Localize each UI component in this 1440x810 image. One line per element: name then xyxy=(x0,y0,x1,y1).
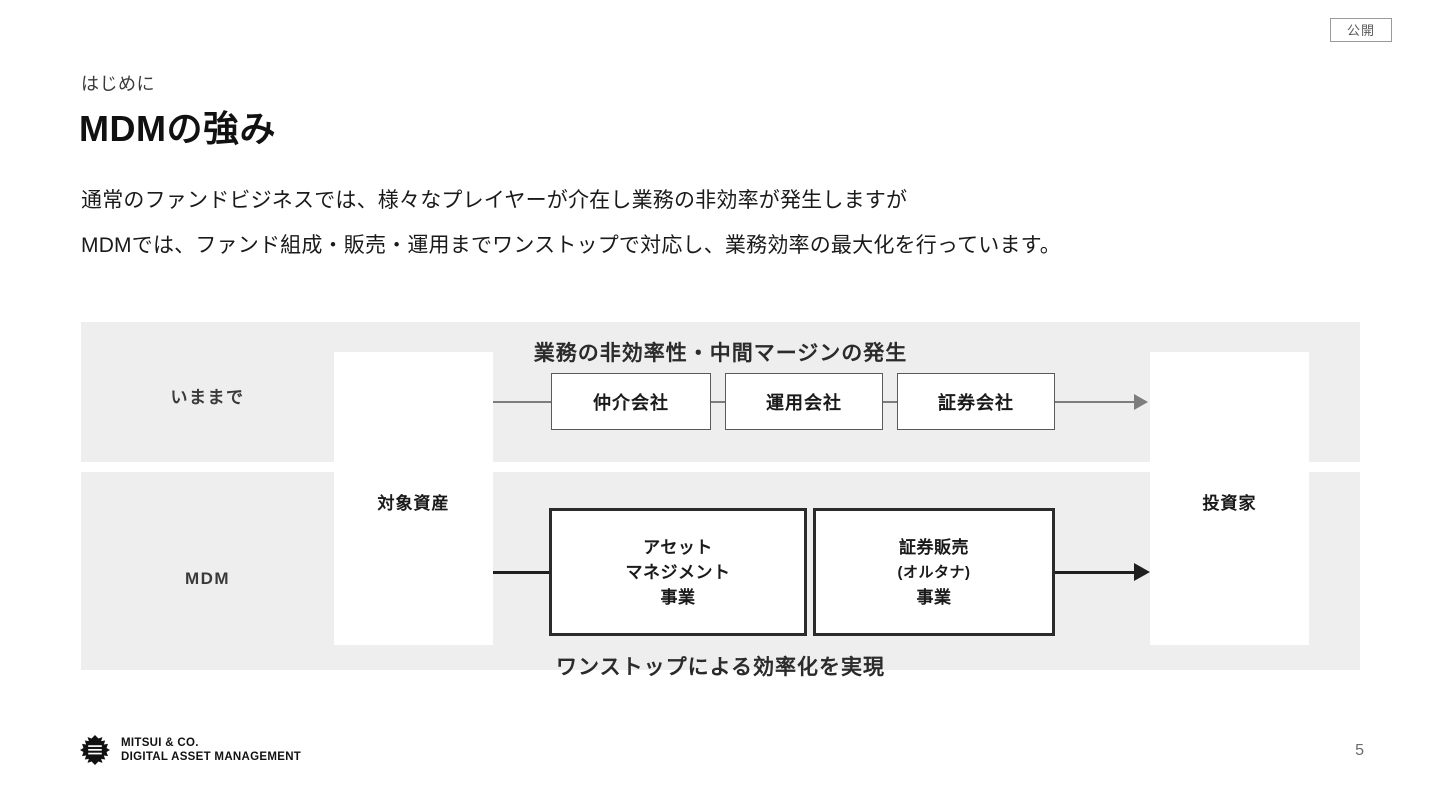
legacy-connector-3 xyxy=(882,401,899,403)
mdm-box-securities-sales: 証券販売 (オルタナ) 事業 xyxy=(813,508,1055,636)
mdm-box-asset-management-line2: マネジメント xyxy=(625,562,731,582)
brand-logo-line-1: MITSUI & CO. xyxy=(121,737,199,749)
legacy-box-intermediary: 仲介会社 xyxy=(551,373,711,430)
legacy-flow-caption: 業務の非効率性・中間マージンの発生 xyxy=(533,342,908,365)
legacy-arrow-icon xyxy=(1134,394,1148,410)
mdm-box-asset-management-line3: 事業 xyxy=(660,587,696,607)
mitsui-diamond-logo-icon xyxy=(80,735,110,765)
brand-logo: MITSUI & CO. DIGITAL ASSET MANAGEMENT xyxy=(78,733,301,767)
mdm-arrow-icon xyxy=(1134,563,1150,581)
mdm-connector-out xyxy=(1054,571,1142,574)
lead-line-1: 通常のファンドビジネスでは、様々なプレイヤーが介在し業務の非効率が発生しますが xyxy=(81,189,908,212)
page-number: 5 xyxy=(1355,742,1364,759)
mdm-box-securities-sales-line2: (オルタナ) xyxy=(897,563,971,581)
legacy-box-securities-firm: 証券会社 xyxy=(897,373,1055,430)
status-badge: 公開 xyxy=(1330,18,1392,42)
comparison-diagram: 業務の非効率性・中間マージンの発生 ワンストップによる効率化を実現 いままで M… xyxy=(81,322,1360,679)
asset-column-panel xyxy=(334,352,493,645)
mdm-onestop-group: アセット マネジメント 事業 証券販売 (オルタナ) 事業 xyxy=(549,508,1055,636)
mdm-box-securities-sales-line1: 証券販売 xyxy=(899,537,969,557)
lead-line-2: MDMでは、ファンド組成・販売・運用までワンストップで対応し、業務効率の最大化を… xyxy=(81,234,1061,257)
mdm-box-asset-management-line1: アセット xyxy=(643,537,713,557)
row-label-legacy: いままで xyxy=(170,388,245,407)
mdm-box-asset-management: アセット マネジメント 事業 xyxy=(549,508,807,636)
column-label-investor: 投資家 xyxy=(1202,494,1257,513)
mdm-box-securities-sales-line3: 事業 xyxy=(916,587,952,607)
legacy-box-asset-manager: 運用会社 xyxy=(725,373,883,430)
brand-logo-line-2: DIGITAL ASSET MANAGEMENT xyxy=(121,751,302,763)
mdm-connector-in xyxy=(493,571,551,574)
legacy-connector-4 xyxy=(1054,401,1142,403)
row-label-mdm: MDM xyxy=(184,569,231,588)
mdm-flow-caption: ワンストップによる効率化を実現 xyxy=(556,656,885,679)
page-title: MDMの強み xyxy=(79,108,276,149)
investor-column-panel xyxy=(1150,352,1309,645)
column-label-asset: 対象資産 xyxy=(377,494,450,513)
section-eyebrow: はじめに xyxy=(81,74,155,94)
legacy-row-band xyxy=(81,322,1360,462)
legacy-connector-1 xyxy=(493,401,553,403)
lead-paragraph: 通常のファンドビジネスでは、様々なプレイヤーが介在し業務の非効率が発生しますが … xyxy=(81,178,1371,268)
brand-logo-text: MITSUI & CO. DIGITAL ASSET MANAGEMENT xyxy=(121,736,301,764)
legacy-connector-2 xyxy=(710,401,727,403)
